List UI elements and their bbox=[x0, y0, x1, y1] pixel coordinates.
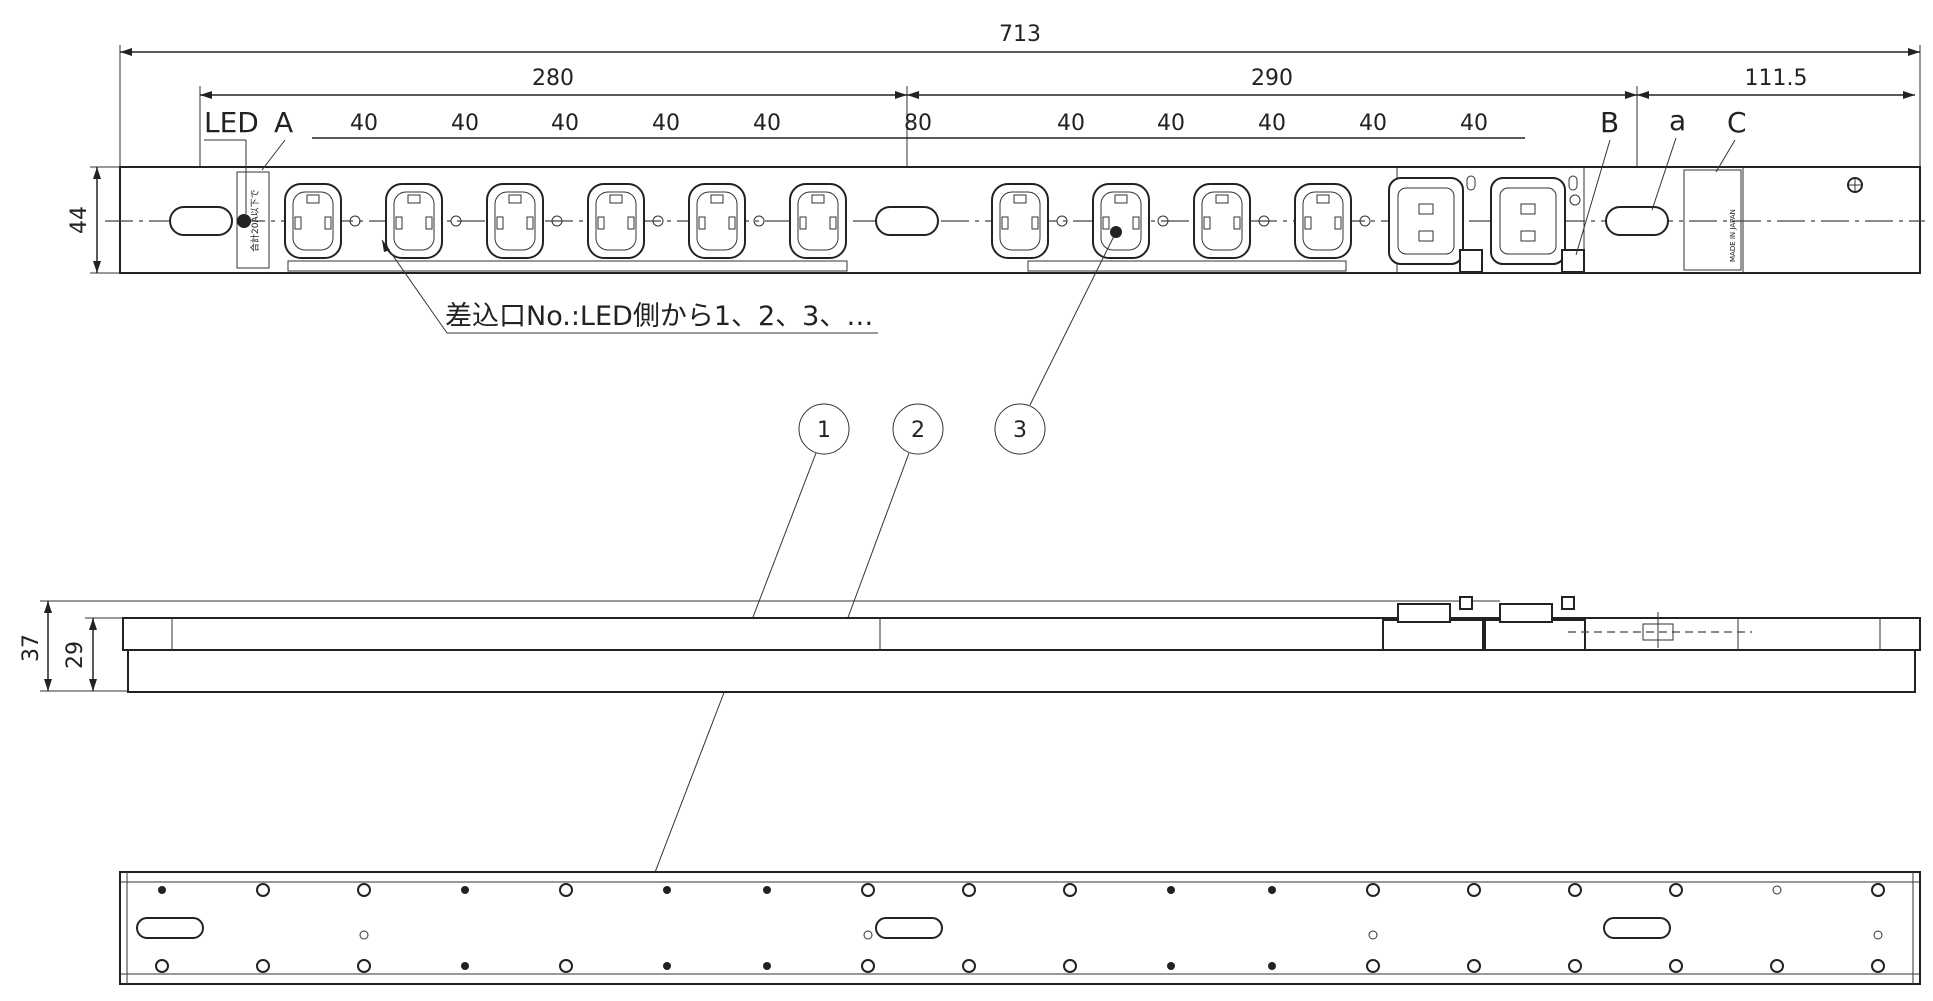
max16a-badge-1 bbox=[1459, 249, 1483, 273]
label-a: A bbox=[274, 106, 293, 139]
dim-pitch-7: 40 bbox=[1157, 111, 1185, 136]
max16a-badge-2 bbox=[1561, 249, 1585, 273]
label-a-text: 合計20A以下で bbox=[249, 189, 261, 252]
c13-outlet-7 bbox=[991, 183, 1049, 259]
dim-mid-span: 290 bbox=[1251, 66, 1293, 91]
dim-pitch-3: 40 bbox=[551, 111, 579, 136]
dim-left-span: 280 bbox=[532, 66, 574, 91]
c13-outlet-9 bbox=[1193, 183, 1251, 259]
c19-outlet-1 bbox=[1388, 177, 1464, 265]
label-b: B bbox=[1600, 106, 1619, 139]
c13-outlet-4 bbox=[587, 183, 645, 259]
bottom-holes-top-row bbox=[158, 883, 1885, 897]
bottom-holes-bottom-row bbox=[155, 959, 1885, 973]
rating-label-plate bbox=[1683, 169, 1742, 271]
c13-outlet-8 bbox=[1092, 183, 1150, 259]
dim-overall: 713 bbox=[999, 22, 1041, 47]
led-indicator bbox=[237, 214, 251, 228]
c13-outlet-10 bbox=[1294, 183, 1352, 259]
dim-height: 44 bbox=[67, 206, 92, 234]
dim-pitch-2: 40 bbox=[451, 111, 479, 136]
outlet-number-note: 差込口No.:LED側から1、2、3、… bbox=[381, 239, 878, 334]
mounting-slot-mid bbox=[875, 206, 939, 236]
c13-outlet-6 bbox=[789, 183, 847, 259]
note-text: 差込口No.:LED側から1、2、3、… bbox=[445, 301, 873, 332]
c19-outlet-2 bbox=[1490, 177, 1566, 265]
c13-outlet-5 bbox=[688, 183, 746, 259]
screw-holes bbox=[349, 215, 1371, 227]
reference-labels: LED A B a C bbox=[204, 104, 1747, 256]
dim-gap: 80 bbox=[904, 111, 932, 136]
dim-pitch-4: 40 bbox=[652, 111, 680, 136]
callout-3: 3 bbox=[1013, 418, 1027, 443]
dim-side-inner: 29 bbox=[63, 641, 88, 669]
mounting-slot-right bbox=[1605, 206, 1669, 236]
dim-pitch-6: 40 bbox=[1057, 111, 1085, 136]
bottom-slot-left bbox=[136, 917, 204, 939]
bottom-slot-mid bbox=[875, 917, 943, 939]
bottom-holes-middle bbox=[359, 930, 1883, 940]
led-label-plate bbox=[236, 171, 270, 269]
bottom-view bbox=[119, 871, 1921, 985]
dim-pitch-10: 40 bbox=[1460, 111, 1488, 136]
outlet-group-left bbox=[284, 183, 847, 259]
dim-pitch-8: 40 bbox=[1258, 111, 1286, 136]
top-view: 合計20A以下で bbox=[105, 166, 1925, 274]
label-small-a: a bbox=[1669, 104, 1686, 137]
dim-pitch-1: 40 bbox=[350, 111, 378, 136]
c13-outlet-3 bbox=[486, 183, 544, 259]
callout-balloon-2 bbox=[892, 403, 944, 455]
callout-2: 2 bbox=[911, 418, 925, 443]
outlet-group-right bbox=[991, 183, 1352, 259]
dim-pitch-5: 40 bbox=[753, 111, 781, 136]
dim-right-span: 111.5 bbox=[1745, 66, 1808, 91]
dimension-lines: 713 280 290 111.5 40 40 40 40 40 80 40 4… bbox=[67, 22, 1921, 274]
label-c: C bbox=[1727, 106, 1747, 139]
c13-outlet-2 bbox=[385, 183, 443, 259]
dim-pitch-9: 40 bbox=[1359, 111, 1387, 136]
c13-outlet-1 bbox=[284, 183, 342, 259]
bottom-slot-right bbox=[1603, 917, 1671, 939]
callout-1: 1 bbox=[817, 418, 831, 443]
dim-side-height: 37 bbox=[19, 634, 44, 662]
side-view: 37 29 bbox=[19, 596, 1921, 693]
label-led: LED bbox=[204, 106, 259, 139]
callout-balloon-1 bbox=[798, 403, 850, 455]
label-c-made-in: MADE IN JAPAN bbox=[1729, 209, 1737, 262]
callouts: 1 2 3 bbox=[628, 226, 1122, 933]
callout-balloon-3 bbox=[994, 403, 1046, 455]
mounting-slot-left bbox=[169, 206, 233, 236]
